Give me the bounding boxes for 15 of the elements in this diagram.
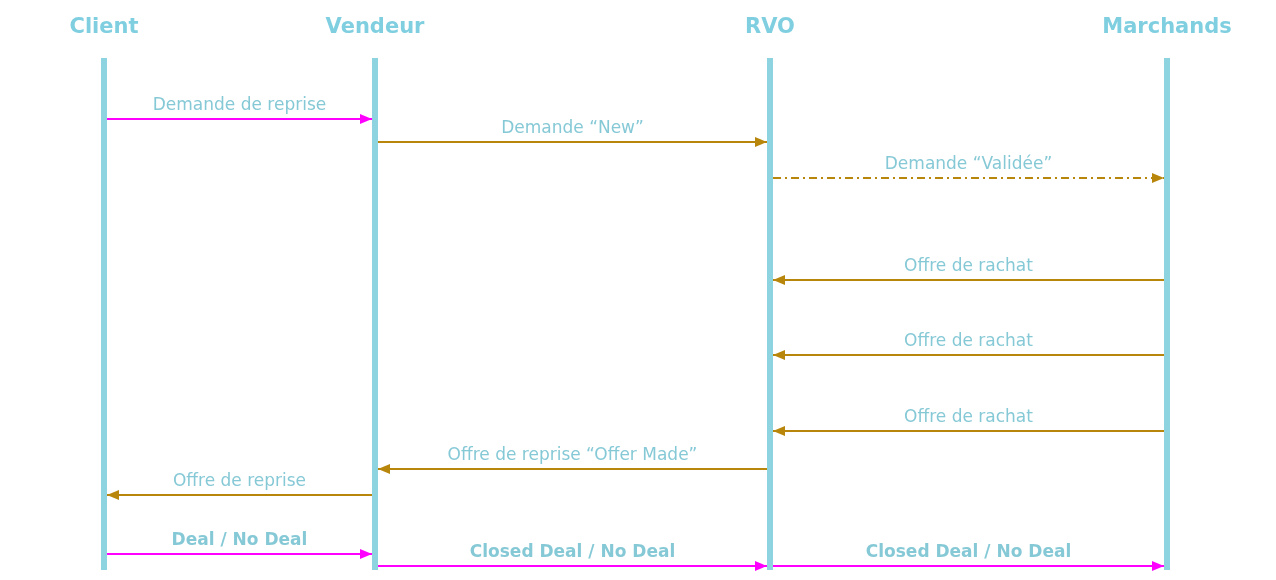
participant-heading: Client [69,14,139,38]
message-arrow [772,275,1165,285]
participant-heading: Marchands [1102,14,1232,38]
participant-heading: RVO [745,14,795,38]
message-arrow [106,549,373,559]
participant-heading: Vendeur [325,14,425,38]
message-arrow [377,561,768,571]
message-arrow [772,173,1165,183]
message-arrow [106,490,373,500]
message-arrow [772,561,1165,571]
message-arrow [772,350,1165,360]
message-arrow [377,464,768,474]
message-arrow [772,426,1165,436]
message-arrow [106,114,373,124]
message-arrow [377,137,768,147]
